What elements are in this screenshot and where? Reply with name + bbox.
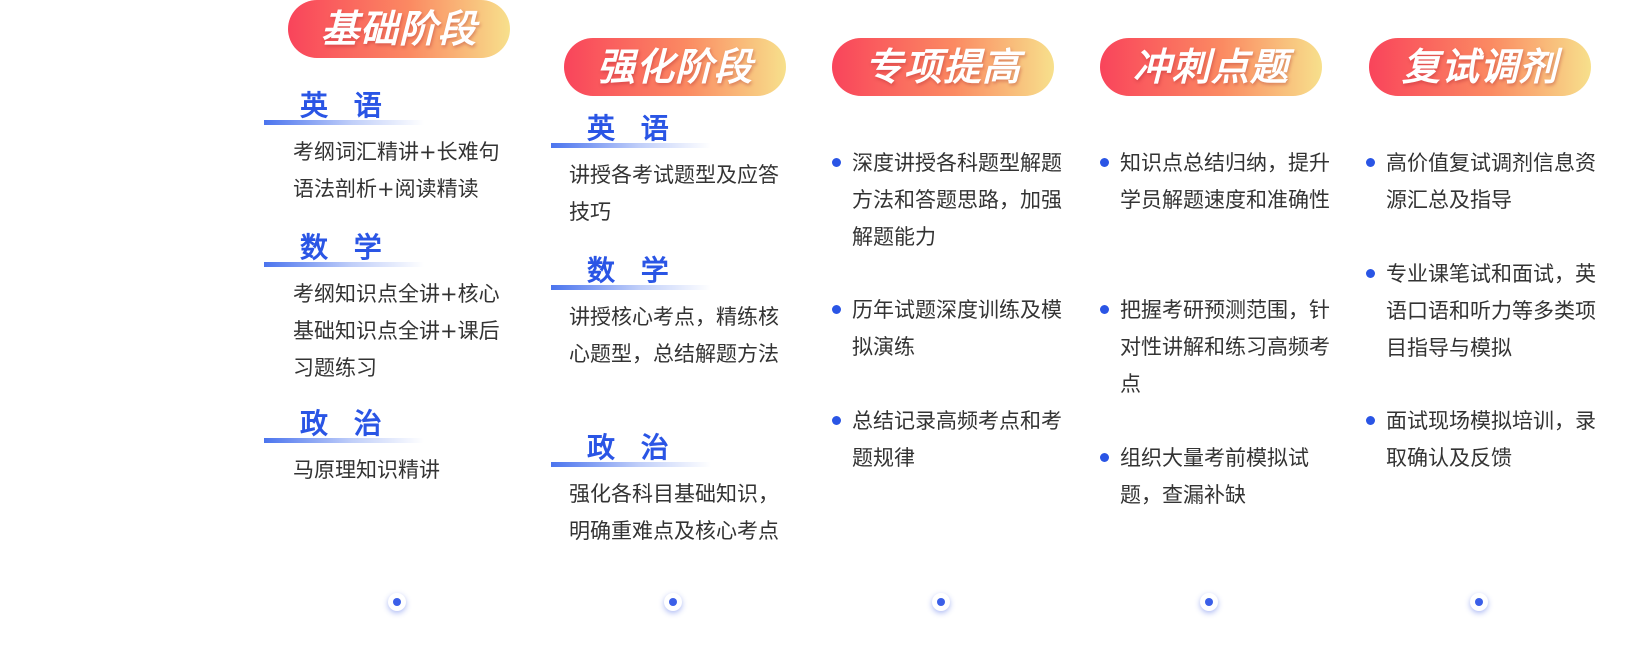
bullet-dot	[1100, 158, 1109, 167]
stage-title-foundation: 基础阶段	[288, 0, 510, 58]
stage-title-intensive: 强化阶段	[564, 38, 786, 96]
timeline-dot	[1200, 593, 1218, 611]
subject-underline	[264, 262, 424, 267]
stage-title-sprint: 冲刺点题	[1100, 38, 1322, 96]
bullet-item: 专业课笔试和面试，英语口语和听力等多类项目指导与模拟	[1366, 256, 1604, 367]
timeline-dot	[664, 593, 682, 611]
bullet-item: 组织大量考前模拟试题，查漏补缺	[1100, 440, 1338, 514]
bullet-item: 总结记录高频考点和考题规律	[832, 403, 1070, 477]
bullet-dot	[832, 305, 841, 314]
timeline-dot	[1470, 593, 1488, 611]
subject-underline	[551, 285, 711, 290]
subject-label: 英 语	[587, 112, 677, 145]
bullet-text: 组织大量考前模拟试题，查漏补缺	[1120, 446, 1309, 507]
bullet-item: 知识点总结归纳，提升学员解题速度和准确性	[1100, 145, 1338, 219]
subject-label: 数 学	[300, 231, 390, 264]
bullet-dot	[832, 416, 841, 425]
timeline-dot	[932, 593, 950, 611]
bullet-item: 深度讲授各科题型解题方法和答题思路，加强解题能力	[832, 145, 1070, 256]
stage-title-retest: 复试调剂	[1369, 38, 1591, 96]
subject-description: 马原理知识精讲	[293, 458, 440, 482]
bullet-dot	[1100, 305, 1109, 314]
subject-math: 数 学	[551, 251, 771, 291]
bullet-text: 高价值复试调剂信息资源汇总及指导	[1386, 151, 1596, 212]
bullet-item: 面试现场模拟培训，录取确认及反馈	[1366, 403, 1604, 477]
subject-underline	[264, 438, 424, 443]
bullet-text: 总结记录高频考点和考题规律	[852, 409, 1062, 470]
bullet-dot	[1366, 269, 1375, 278]
subject-english: 英 语	[551, 109, 771, 149]
bullet-dot	[1366, 158, 1375, 167]
subject-description: 讲授核心考点，精练核心题型，总结解题方法	[569, 305, 779, 366]
bullet-text: 知识点总结归纳，提升学员解题速度和准确性	[1120, 151, 1330, 212]
subject-label: 英 语	[300, 89, 390, 122]
subject-label: 数 学	[587, 254, 677, 287]
bullet-text: 面试现场模拟培训，录取确认及反馈	[1386, 409, 1596, 470]
bullet-item: 高价值复试调剂信息资源汇总及指导	[1366, 145, 1604, 219]
subject-description: 强化各科目基础知识，明确重难点及核心考点	[569, 482, 779, 543]
bullet-item: 把握考研预测范围，针对性讲解和练习高频考点	[1100, 292, 1338, 403]
subject-underline	[264, 120, 424, 125]
bullet-text: 把握考研预测范围，针对性讲解和练习高频考点	[1120, 298, 1330, 396]
bullet-text: 历年试题深度训练及模拟演练	[852, 298, 1062, 359]
bullet-text: 专业课笔试和面试，英语口语和听力等多类项目指导与模拟	[1386, 262, 1596, 360]
subject-label: 政 治	[587, 431, 677, 464]
subject-english: 英 语	[264, 86, 484, 126]
subject-label: 政 治	[300, 407, 390, 440]
subject-description: 讲授各考试题型及应答技巧	[569, 163, 779, 224]
subject-math: 数 学	[264, 228, 484, 268]
subject-description: 考纲词汇精讲+长难句语法剖析+阅读精读	[293, 140, 500, 201]
subject-description: 考纲知识点全讲+核心基础知识点全讲+课后习题练习	[293, 282, 500, 380]
subject-underline	[551, 143, 711, 148]
bullet-dot	[832, 158, 841, 167]
timeline-dot	[388, 593, 406, 611]
bullet-dot	[1100, 453, 1109, 462]
subject-underline	[551, 462, 711, 467]
subject-politics: 政 治	[264, 404, 484, 444]
stage-title-specialized: 专项提高	[832, 38, 1054, 96]
bullet-text: 深度讲授各科题型解题方法和答题思路，加强解题能力	[852, 151, 1062, 249]
subject-politics: 政 治	[551, 428, 771, 468]
bullet-item: 历年试题深度训练及模拟演练	[832, 292, 1070, 366]
bullet-dot	[1366, 416, 1375, 425]
